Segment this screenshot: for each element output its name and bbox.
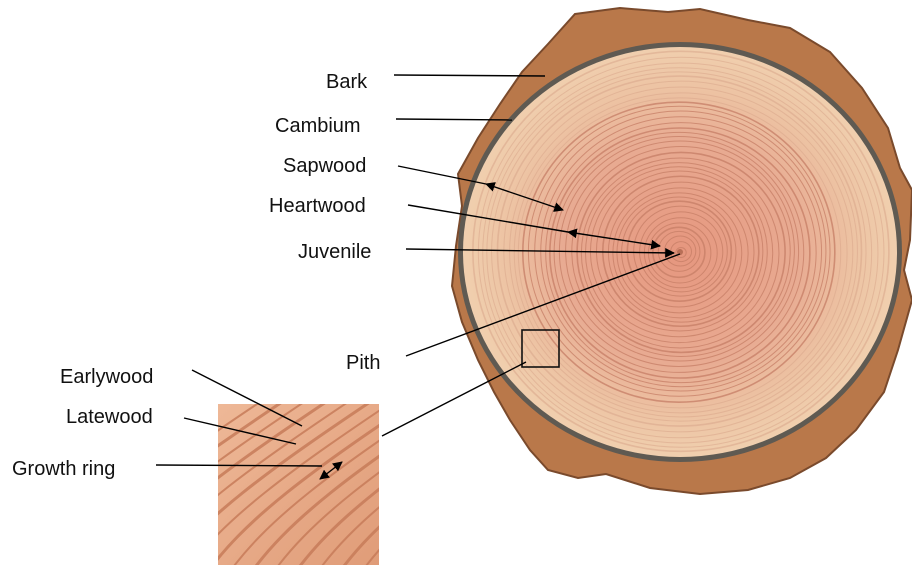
bark-leader [394,75,545,76]
earlywood-label: Earlywood [60,366,153,388]
growth-ring-label: Growth ring [12,458,115,480]
sapwood-label: Sapwood [283,155,366,177]
heartwood-label: Heartwood [269,195,366,217]
growth-ring-leader [156,465,322,466]
bark-label: Bark [326,71,368,93]
pith-label: Pith [346,352,380,374]
juvenile-label: Juvenile [298,241,371,263]
latewood-label: Latewood [66,406,153,428]
cambium-label: Cambium [275,115,361,137]
cambium-leader [396,119,512,120]
